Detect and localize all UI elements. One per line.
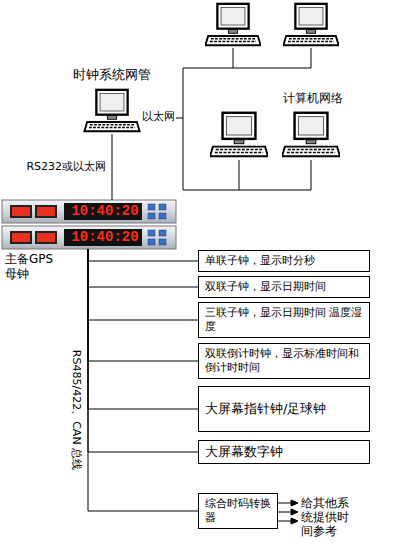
box-text: 大屏幕数字钟: [205, 444, 283, 460]
device-box: 综合时码转换器: [198, 493, 278, 529]
device-box: 大屏幕数字钟: [198, 440, 370, 464]
computer-icon: [84, 90, 139, 131]
box-text: 三联子钟，显示日期时间 温度湿度: [205, 306, 363, 334]
device-box: 大屏幕指针钟/足球钟: [198, 386, 370, 432]
connector: [88, 249, 198, 261]
box-text: 双联倒计时钟，显示标准时间和倒计时时间: [205, 347, 363, 375]
edge-label: RS232或以太网: [26, 160, 106, 174]
box-text: 综合时码转换器: [205, 497, 271, 525]
connector: [88, 249, 198, 287]
node-heading: 主备GPS 母钟: [5, 252, 57, 282]
output-arrows: [278, 500, 298, 524]
device-box: 双联倒计时钟，显示标准时间和倒计时时间: [198, 343, 370, 379]
plain-label: RS485/422、CAN 总线: [69, 350, 83, 470]
plain-label: 给其他系统提供时间参考: [301, 496, 353, 538]
box-text: 双联子钟，显示日期时间: [205, 280, 326, 294]
gps-rack: [2, 200, 176, 249]
node-heading: 时钟系统网管: [73, 66, 151, 84]
connector: [112, 134, 113, 200]
master-clock: 10:40:2010:40:20主备GPS 母钟: [2, 200, 176, 249]
box-text: 大屏幕指针钟/足球钟: [205, 401, 326, 417]
led-display-text: 10:40:20: [66, 203, 144, 220]
device-box: 双联子钟，显示日期时间: [198, 276, 370, 298]
connector: [88, 249, 198, 452]
connector: [88, 249, 198, 511]
plain-label: 计算机网络: [283, 91, 343, 105]
plain-label: 以太网: [141, 110, 176, 124]
computer-node: 时钟系统网管: [82, 88, 142, 134]
connector: [88, 249, 198, 320]
connector: [88, 249, 198, 409]
device-box: 三联子钟，显示日期时间 温度湿度: [198, 302, 370, 338]
connector: [88, 249, 198, 361]
device-box: 单联子钟，显示时分秒: [198, 250, 370, 272]
box-text: 单联子钟，显示时分秒: [205, 254, 315, 268]
led-display-text: 10:40:20: [66, 229, 144, 246]
